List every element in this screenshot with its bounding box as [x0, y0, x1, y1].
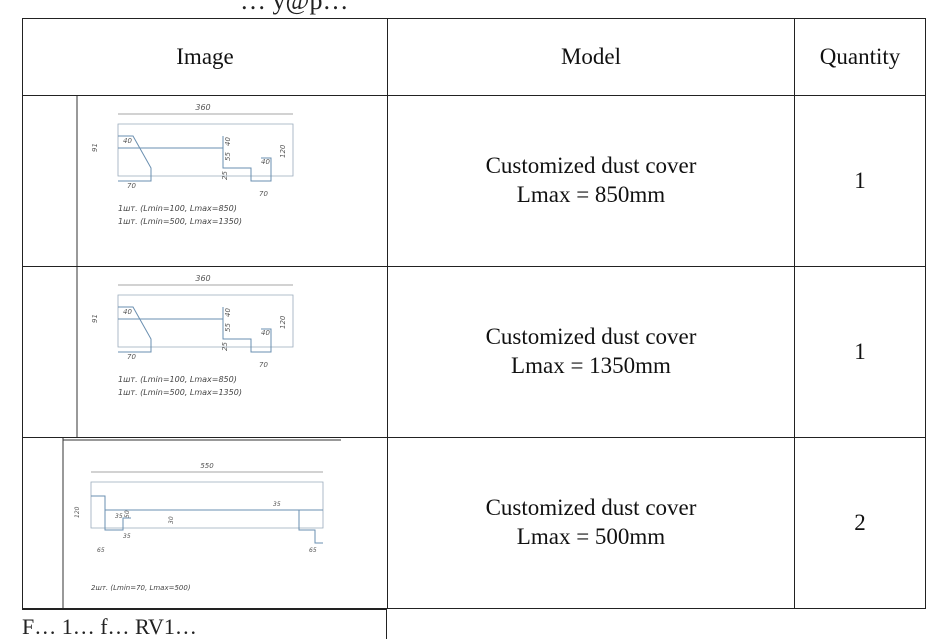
dim-label: 40: [224, 308, 232, 317]
dust-cover-drawing: 360 40 40 55 40 120 91 25 70 70 1шт. (Lm…: [76, 267, 294, 437]
dim-label: 55: [224, 323, 232, 332]
dim-label: 40: [123, 137, 132, 145]
table-row: 360 40 40 55 40 120 91 25 70 70 1шт. (Lm…: [22, 266, 926, 438]
dim-label: 30: [168, 516, 175, 524]
dim-label: 40: [261, 329, 270, 337]
table-row: 360 40 40 55 40 120 91 25 70 70 1шт. (Lm…: [22, 95, 926, 267]
drawing-note: 2шт. (Lmin=70, Lmax=500): [91, 584, 191, 592]
header-quantity: Quantity: [794, 18, 926, 96]
model-name: Customized dust cover: [485, 495, 697, 521]
dim-label: 55: [224, 152, 232, 161]
dim-label: 35: [273, 501, 281, 508]
quantity-cell: 1: [794, 266, 926, 438]
dust-cover-drawing: 360 40 40 55 40 120 91 25 70 70 1шт. (Lm…: [76, 96, 294, 266]
drawing-note: 1шт. (Lmin=100, Lmax=850): [118, 375, 237, 384]
header-model: Model: [387, 18, 795, 96]
drawing-note: 1шт. (Lmin=500, Lmax=1350): [118, 388, 242, 397]
dim-label: 40: [123, 308, 132, 316]
model-lmax: Lmax = 500mm: [516, 524, 666, 549]
image-cell: 550 35 50 30 35 35 120 65 65 2шт. (Lmin=…: [22, 437, 388, 609]
model-cell: Customized dust cover Lmax = 500mm: [387, 437, 795, 609]
dim-label: 25: [221, 342, 229, 351]
dim-label: 550: [200, 462, 214, 470]
technical-drawing: 360 40 40 55 40 120 91 25 70 70 1шт. (Lm…: [23, 96, 387, 266]
technical-drawing: 360 40 40 55 40 120 91 25 70 70 1шт. (Lm…: [23, 267, 387, 437]
quantity-cell: 2: [794, 437, 926, 609]
dim-label: 35: [115, 513, 123, 520]
technical-drawing: 550 35 50 30 35 35 120 65 65 2шт. (Lmin=…: [23, 438, 387, 608]
dim-label: 360: [195, 103, 210, 112]
dim-label: 70: [259, 361, 268, 369]
dim-label: 70: [127, 182, 136, 190]
model-lmax: Lmax = 1350mm: [511, 353, 671, 378]
quote-table: Image Model Quantity 360 40 40 55 40: [22, 18, 926, 609]
dim-label: 120: [279, 144, 287, 158]
image-cell: 360 40 40 55 40 120 91 25 70 70 1шт. (Lm…: [22, 95, 388, 267]
table-header-row: Image Model Quantity: [22, 18, 926, 96]
dim-label: 65: [97, 547, 105, 554]
dim-label: 50: [124, 510, 131, 518]
dim-label: 91: [91, 314, 99, 323]
dim-label: 35: [123, 533, 131, 540]
model-lmax: Lmax = 850mm: [516, 182, 666, 207]
dim-label: 25: [221, 171, 229, 180]
dust-cover-drawing: 550 35 50 30 35 35 120 65 65 2шт. (Lmin=…: [62, 438, 341, 608]
footer-divider: [22, 609, 386, 610]
table-row: 550 35 50 30 35 35 120 65 65 2шт. (Lmin=…: [22, 437, 926, 609]
clipped-header-text: … y@p…: [240, 0, 349, 15]
dim-label: 360: [195, 274, 210, 283]
drawing-note: 1шт. (Lmin=100, Lmax=850): [118, 204, 237, 213]
dim-label: 70: [259, 190, 268, 198]
dim-label: 91: [91, 143, 99, 152]
model-cell: Customized dust cover Lmax = 1350mm: [387, 266, 795, 438]
dim-label: 40: [261, 158, 270, 166]
dim-label: 65: [309, 547, 317, 554]
dim-label: 70: [127, 353, 136, 361]
quantity-cell: 1: [794, 95, 926, 267]
footer-divider: [386, 609, 387, 639]
dim-label: 40: [224, 137, 232, 146]
model-cell: Customized dust cover Lmax = 850mm: [387, 95, 795, 267]
model-name: Customized dust cover: [485, 153, 697, 179]
header-image: Image: [22, 18, 388, 96]
model-name: Customized dust cover: [485, 324, 697, 350]
drawing-note: 1шт. (Lmin=500, Lmax=1350): [118, 217, 242, 226]
clipped-footer-text: F… 1… f… RV1…: [22, 614, 197, 639]
image-cell: 360 40 40 55 40 120 91 25 70 70 1шт. (Lm…: [22, 266, 388, 438]
dim-label: 120: [74, 506, 81, 518]
dim-label: 120: [279, 315, 287, 329]
